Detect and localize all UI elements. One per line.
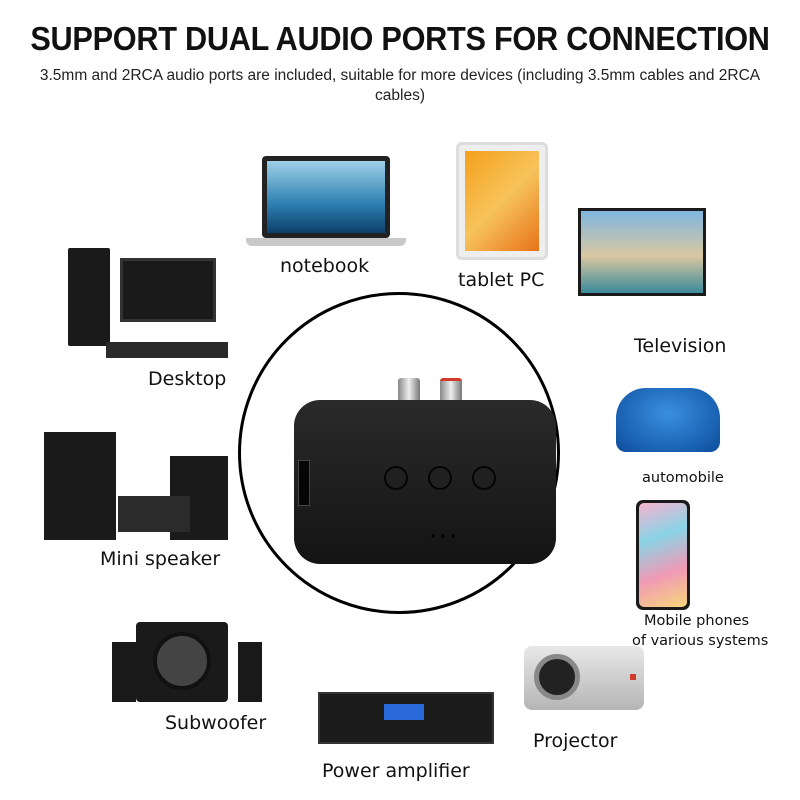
rca-port-red [440, 378, 462, 404]
label-mini-speaker: Mini speaker [100, 548, 221, 570]
bluetooth-receiver-device [294, 400, 556, 564]
indicator-dots [428, 534, 458, 538]
subwoofer-right-satellite [238, 642, 262, 702]
subwoofer-left-satellite [112, 642, 136, 702]
label-power-amplifier: Power amplifier [322, 760, 470, 782]
page-subtitle: 3.5mm and 2RCA audio ports are included,… [39, 67, 761, 104]
label-tablet: tablet PC [458, 269, 545, 291]
label-desktop: Desktop [148, 368, 227, 390]
play-button [428, 466, 452, 490]
automobile-image [616, 388, 720, 452]
mini-speaker-unit-image [118, 496, 190, 532]
label-automobile: automobile [642, 470, 724, 486]
rca-port-white [398, 378, 420, 404]
notebook-image [262, 156, 390, 238]
power-amplifier-image [318, 692, 494, 744]
prev-button [384, 466, 408, 490]
label-projector: Projector [533, 730, 618, 752]
label-mobile-line2: of various systems [632, 633, 769, 649]
tablet-image [456, 142, 548, 260]
mini-speaker-left-image [44, 432, 116, 540]
label-mobile-line1: Mobile phones [644, 613, 750, 629]
label-subwoofer: Subwoofer [165, 712, 267, 734]
projector-image [524, 646, 644, 710]
desktop-tower-image [68, 248, 110, 346]
television-image [578, 208, 706, 296]
mobile-phone-image [636, 500, 690, 610]
product-highlight-circle [238, 292, 560, 614]
subwoofer-image [136, 622, 228, 702]
notebook-base [246, 238, 406, 246]
label-notebook: notebook [280, 255, 370, 277]
next-button [472, 466, 496, 490]
page-title: SUPPORT DUAL AUDIO PORTS FOR CONNECTION [30, 20, 770, 57]
label-television: Television [634, 335, 727, 357]
usb-port [298, 460, 310, 506]
desktop-monitor-image [120, 258, 216, 322]
desktop-keyboard-image [106, 342, 228, 358]
